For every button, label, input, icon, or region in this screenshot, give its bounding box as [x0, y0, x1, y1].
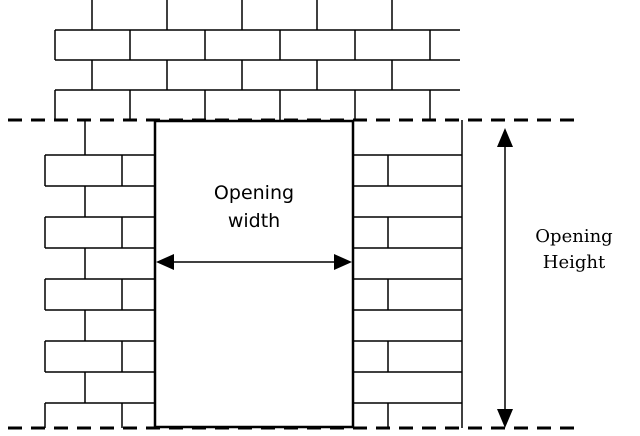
opening-width-label-line2: width: [228, 210, 280, 232]
width-arrowhead-left: [156, 254, 174, 270]
height-arrowhead-bottom: [497, 409, 513, 428]
wall-opening: [153, 119, 355, 429]
brick-wall-right-jamb: [353, 120, 463, 428]
opening-width-arrow: [156, 254, 352, 270]
opening-height-label-line1: Opening: [535, 226, 612, 247]
width-arrowhead-right: [334, 254, 352, 270]
brick-wall-left-jamb: [44, 120, 155, 428]
opening-height-label-line2: Height: [543, 252, 606, 273]
brick-wall-above-opening: [54, 0, 460, 120]
height-arrowhead-top: [497, 128, 513, 147]
opening-width-label-line1: Opening: [214, 182, 294, 204]
opening-height-arrow: [497, 128, 513, 428]
